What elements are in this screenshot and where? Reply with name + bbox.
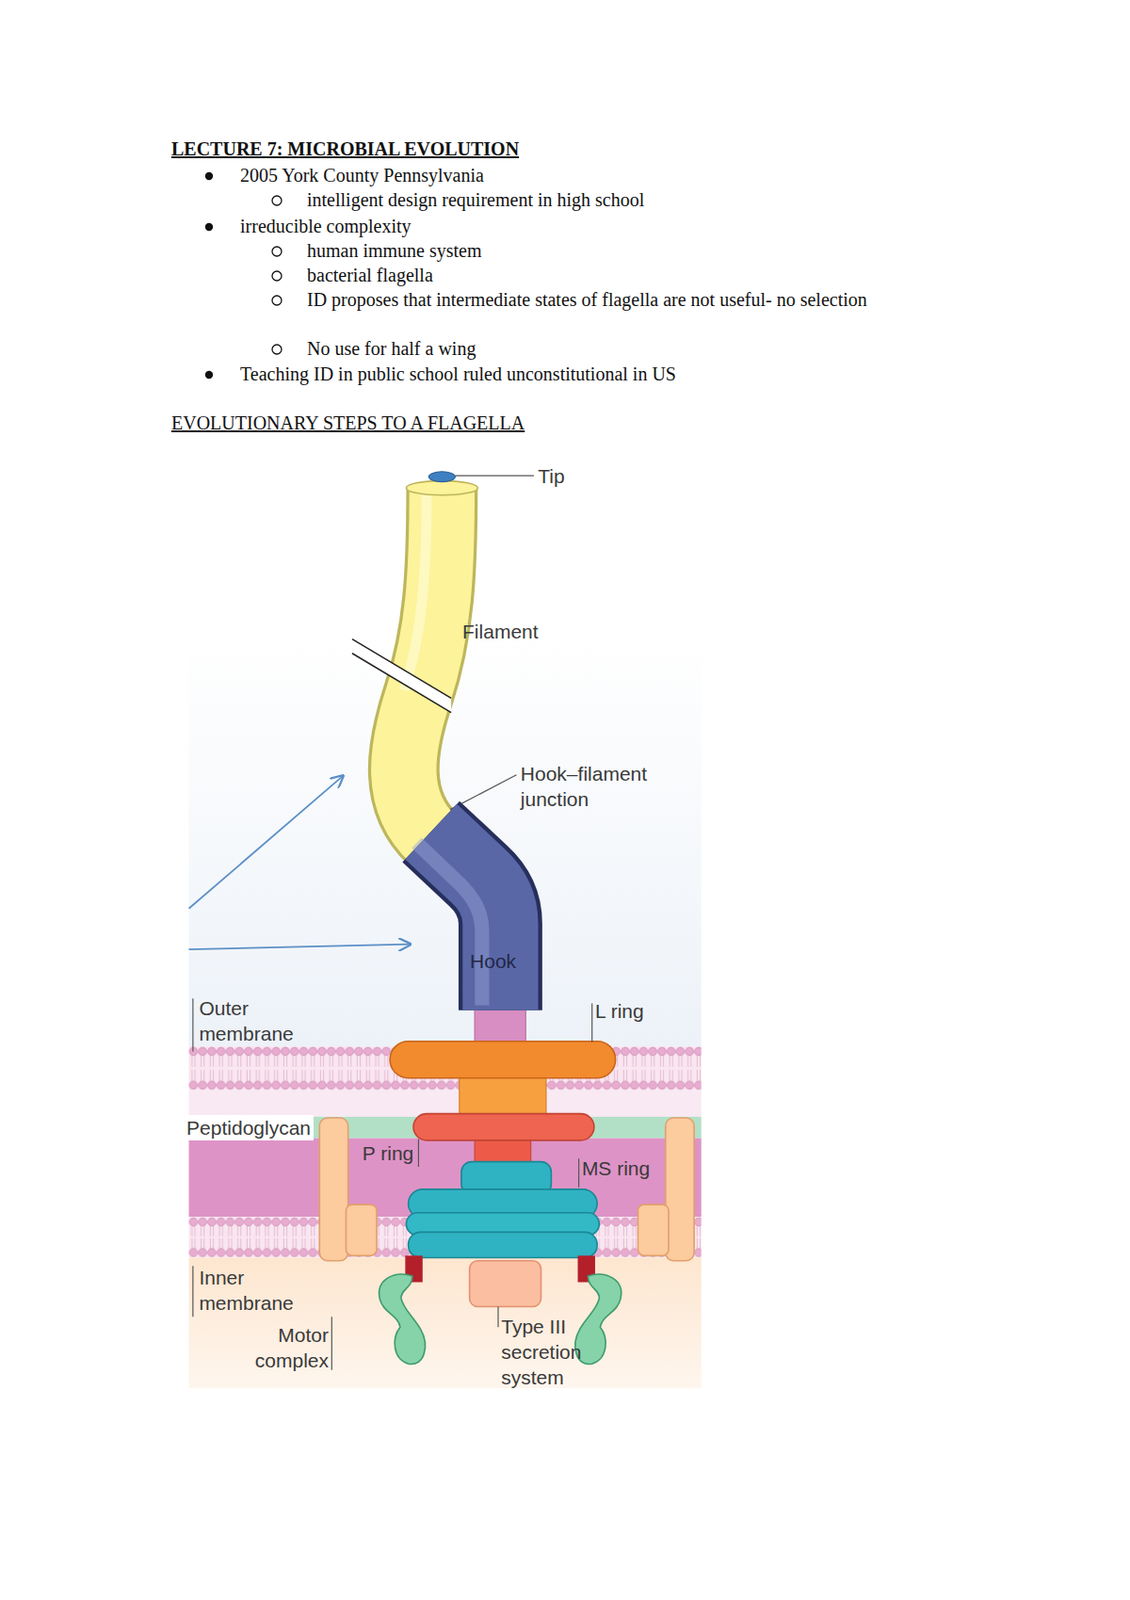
bullet-circle [272,344,282,355]
bullet-text: irreducible complexity [240,213,412,239]
leader-line [578,1158,580,1187]
sub-bullet-text: human immune system [306,238,483,263]
switch-complex [379,1274,426,1364]
filament-end [405,481,478,496]
hook-part: Hook [398,806,562,1021]
pointer-arrow [189,775,344,909]
leader-line [192,998,194,1051]
part-label: Filament [462,618,539,645]
part-label: P ring [362,1140,414,1166]
bullet-circle [272,295,282,306]
part-label: Hook–filament junction [520,760,675,812]
bullet-text: Teaching ID in public school ruled uncon… [240,361,677,387]
ms-ring [408,1231,598,1258]
leader-line [591,1003,593,1043]
part-label: MS ring [581,1155,650,1181]
flagellum-drawing [189,471,702,1389]
switch-complex [575,1274,622,1364]
bullet-dot [205,172,213,180]
sub-bullet-text: bacterial flagella [306,262,434,288]
filament-highlight [403,487,427,691]
sub-bullet-text: intelligent design requirement in high s… [306,187,645,212]
l-ring [389,1041,616,1079]
rod [474,1005,526,1045]
filament [403,487,443,840]
cytoplasm [189,1258,702,1389]
pointer-arrow [189,944,411,950]
sub-bullet-text: ID proposes that intermediate states of … [306,287,910,312]
rod [459,1073,547,1117]
bullet-text: 2005 York County Pennsylvania [240,162,485,188]
leader-line [331,1316,333,1370]
filament-outline [403,487,443,840]
part-label: Tip [537,463,565,489]
part-label: Peptidoglycan [183,1114,314,1141]
hook-highlight [416,842,482,1005]
stator [319,1117,348,1261]
list-bullets [205,172,282,379]
bullet-dot [205,223,213,231]
stator [638,1204,670,1256]
leader-line [418,1139,420,1167]
leader-line [192,1265,194,1317]
part-label: Motor complex [226,1322,329,1373]
bullet-circle [272,195,282,206]
part-label: Hook [459,948,528,974]
bullet-dot [205,371,213,379]
node-outline [398,806,562,1021]
extracellular-space [189,632,702,1047]
part-label: Type III secretion system [500,1313,603,1390]
bullet-circle [272,246,282,257]
break-mark [352,639,452,699]
tip-cap [428,471,455,483]
part-label: L ring [595,998,645,1024]
type-iii-secretion-body [469,1260,542,1308]
sub-bullet-text: No use for half a wing [306,336,476,361]
leader-lines [193,475,593,1371]
stator [665,1117,695,1261]
leader-line [497,1307,499,1328]
break-gap [352,639,452,713]
periplasm-upper [189,1090,702,1117]
bullet-circle [272,271,282,281]
leader-line [454,475,533,477]
stator [345,1204,377,1256]
part-label: Inner membrane [198,1264,317,1316]
lecture-title: LECTURE 7: MICROBIAL EVOLUTION [171,136,519,162]
section-heading: EVOLUTIONARY STEPS TO A FLAGELLA [171,410,525,436]
part-label: Outer membrane [198,995,317,1047]
break-mark [352,653,452,713]
p-ring [413,1113,595,1141]
